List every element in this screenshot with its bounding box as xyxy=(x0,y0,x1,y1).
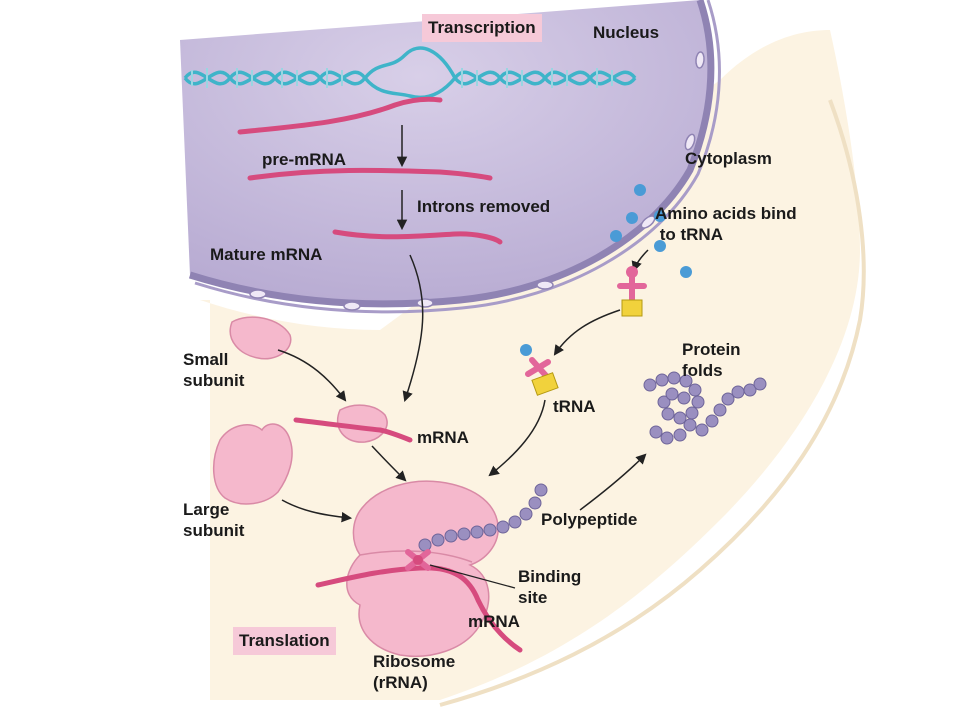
mature-mrna-label: Mature mRNA xyxy=(210,245,323,264)
nuclear-envelope xyxy=(188,0,715,308)
binding-site-label: Binding site xyxy=(518,567,582,607)
folded-protein xyxy=(643,371,767,445)
mrna-label-bottom: mRNA xyxy=(468,612,520,631)
trna-upper xyxy=(617,266,647,317)
mrna-exit-strand xyxy=(402,254,424,402)
mrna-label-middle: mRNA xyxy=(417,428,469,447)
large-subunit-free xyxy=(212,423,293,505)
amino-acids xyxy=(610,184,692,278)
binding-site-pointer xyxy=(429,564,516,589)
cytoplasm-label: Cytoplasm xyxy=(685,149,772,168)
nucleus-label: Nucleus xyxy=(593,23,660,42)
transcription-label: Transcription xyxy=(422,14,542,42)
pre-mrna-label: pre-mRNA xyxy=(262,150,347,169)
trna-middle xyxy=(520,344,559,396)
introns-removed-label: Introns removed xyxy=(417,197,551,216)
mrna-through-ribosome xyxy=(315,565,523,653)
trna-label: tRNA xyxy=(553,397,596,416)
large-subunit-label: Large subunit xyxy=(183,500,245,540)
cell-membrane xyxy=(439,99,866,707)
transcribed-rna xyxy=(237,96,443,135)
protein-folds-label: Protein folds xyxy=(682,340,741,380)
polypeptide-chain xyxy=(418,483,548,552)
ribosome-label: Ribosome (rRNA) xyxy=(373,652,456,692)
polypeptide-label: Polypeptide xyxy=(541,510,638,529)
dna-helix xyxy=(183,46,637,100)
trna-in-ribosome xyxy=(405,549,431,571)
small-subunit-label: Small subunit xyxy=(183,350,245,390)
nucleus-region xyxy=(180,0,711,304)
amino-acids-bind-label: Amino acids bind to tRNA xyxy=(655,204,797,244)
pre-mrna-strand xyxy=(247,167,493,181)
nuclear-pores xyxy=(249,51,705,311)
mature-mrna-strand xyxy=(332,229,503,245)
translation-label: Translation xyxy=(233,627,336,655)
mrna-on-small-subunit xyxy=(293,417,413,443)
